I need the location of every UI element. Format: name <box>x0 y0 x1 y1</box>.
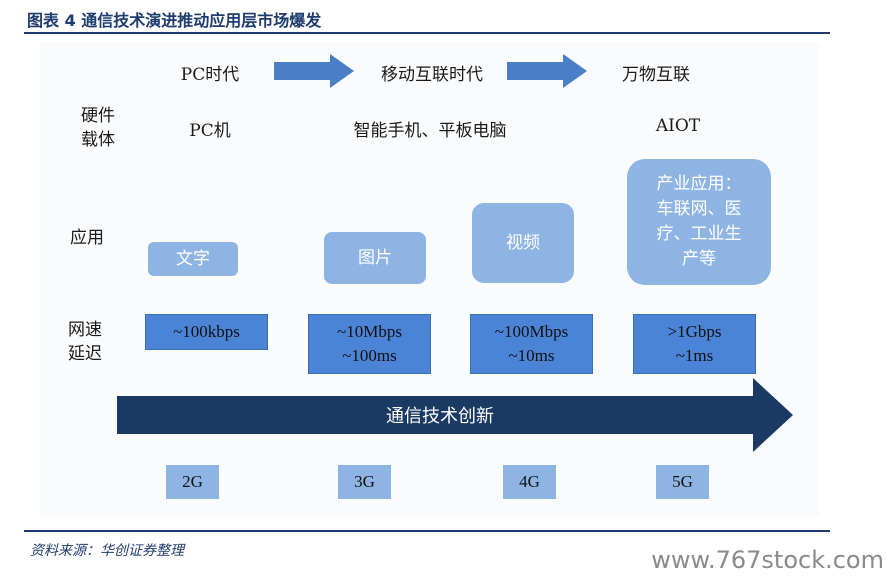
bottom-rule <box>24 530 830 532</box>
application-text: 文字 <box>176 248 210 269</box>
network-latency: ~100ms <box>342 346 397 365</box>
innovation-arrow: 通信技术创新 <box>117 378 793 452</box>
row-label-application: 应用 <box>70 228 104 248</box>
row-label-network-line-1: 网速 <box>68 320 102 340</box>
application-text: 疗、工业生 <box>656 224 742 244</box>
generation-5g: 5G <box>656 465 709 499</box>
era-pc: PC时代 <box>180 65 240 85</box>
source-note: 资料来源：华创证券整理 <box>30 543 184 559</box>
era-arrow-1 <box>274 54 354 88</box>
era-arrow-2 <box>507 54 587 88</box>
network-speed: ~100kbps <box>173 322 240 341</box>
application-text: 车联网、医 <box>656 199 742 219</box>
application-text: 产业应用： <box>656 174 742 194</box>
hardware-aiot: AIOT <box>655 116 701 136</box>
network-speed: >1Gbps <box>667 322 722 341</box>
watermark: www.767stock.com <box>651 546 884 574</box>
application-text: 产等 <box>682 249 716 269</box>
application-box: 文字 <box>148 242 238 276</box>
application-text: 图片 <box>358 247 392 268</box>
network-box: ~10Mbps ~100ms <box>308 314 431 374</box>
generation-3g: 3G <box>338 465 391 499</box>
application-box-industry: 产业应用： 车联网、医 疗、工业生 产等 <box>627 159 771 285</box>
application-box: 视频 <box>472 203 574 283</box>
application-text: 视频 <box>506 232 540 253</box>
era-iot: 万物互联 <box>622 65 690 85</box>
network-box: ~100kbps <box>145 314 268 350</box>
network-speed: ~10Mbps <box>337 322 402 341</box>
network-box: >1Gbps ~1ms <box>633 314 756 374</box>
row-label-network: 网速 延迟 <box>55 318 115 366</box>
network-speed: ~100Mbps <box>494 322 569 341</box>
row-label-network-line-2: 延迟 <box>68 344 102 364</box>
network-box: ~100Mbps ~10ms <box>470 314 593 374</box>
title-rule <box>24 32 830 34</box>
row-label-hardware-line-2: 载体 <box>81 130 115 150</box>
innovation-arrow-label: 通信技术创新 <box>386 406 494 427</box>
generation-2g: 2G <box>166 465 219 499</box>
row-label-hardware-line-1: 硬件 <box>81 106 115 126</box>
application-box: 图片 <box>324 232 426 284</box>
network-latency: ~1ms <box>675 346 714 365</box>
generation-4g: 4G <box>503 465 556 499</box>
network-latency: ~10ms <box>508 346 555 365</box>
row-label-hardware: 硬件 载体 <box>68 104 128 152</box>
hardware-pc: PC机 <box>189 121 231 141</box>
figure-title: 图表 4 通信技术演进推动应用层市场爆发 <box>27 11 322 30</box>
era-mobile: 移动互联时代 <box>381 65 483 85</box>
hardware-mobile: 智能手机、平板电脑 <box>353 121 507 141</box>
